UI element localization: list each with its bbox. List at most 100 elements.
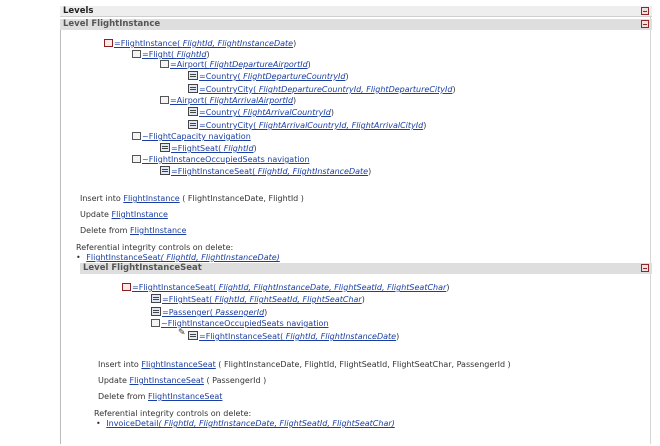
- tree-node-tail: ): [206, 50, 210, 59]
- tree-node: ~FlightCapacity navigation: [132, 131, 251, 142]
- tree-node-params[interactable]: FlightId, FlightInstanceDate: [257, 167, 369, 176]
- tree-node-link[interactable]: ~FlightInstanceOccupiedSeats navigation: [142, 155, 310, 164]
- delete-label: Delete from: [98, 392, 148, 401]
- tree-node-tail: ): [452, 85, 456, 94]
- tree-node-tail: ): [446, 283, 450, 292]
- tree-node-tail: ): [264, 308, 268, 317]
- tree-node-link[interactable]: =FlightInstance(: [114, 39, 183, 48]
- table-access-icon: [160, 60, 169, 68]
- tree-node-link[interactable]: =Passenger(: [162, 308, 216, 317]
- ri-item-params[interactable]: ( FlightId, FlightInstanceDate, FlightSe…: [158, 419, 395, 428]
- table-icon: [160, 166, 170, 175]
- tree-node-link[interactable]: ~FlightCapacity navigation: [142, 132, 251, 141]
- table-icon: [188, 71, 198, 80]
- tree-node-tail: ): [423, 121, 427, 130]
- tree-node: =Passenger( PassengerId): [151, 307, 267, 318]
- tree-node-params[interactable]: FlightDepartureCountryId: [243, 72, 346, 81]
- tree-node: =FlightSeat( FlightId, FlightSeatId, Fli…: [151, 294, 365, 305]
- tree-node-tail: ): [330, 108, 334, 117]
- table-icon: [160, 143, 170, 152]
- table-access-icon: [132, 50, 141, 58]
- tree-node-params[interactable]: FlightId: [176, 50, 207, 59]
- tree-node-params[interactable]: FlightArrivalCountryId, FlightArrivalCit…: [258, 121, 424, 130]
- tree-node-link[interactable]: =FlightInstanceSeat(: [132, 283, 219, 292]
- table-icon: [188, 84, 198, 93]
- update-statement: Update FlightInstanceSeat ( PassengerId …: [98, 375, 266, 386]
- update-columns: ( PassengerId ): [203, 376, 267, 385]
- ri-item: FlightInstanceSeat( FlightId, FlightInst…: [76, 252, 280, 263]
- insert-table-link[interactable]: FlightInstanceSeat: [141, 360, 216, 369]
- tree-node-params[interactable]: FlightId, FlightSeatId, FlightSeatChar: [214, 295, 362, 304]
- tree-node-link[interactable]: =FlightInstanceSeat(: [199, 332, 286, 341]
- tree-node-link[interactable]: =FlightSeat(: [171, 144, 224, 153]
- ri-item-link[interactable]: InvoiceDetail: [106, 419, 159, 428]
- collapse-level2-icon[interactable]: [641, 264, 649, 272]
- tree-node-tail: ): [293, 39, 297, 48]
- tree-node-link[interactable]: =CountryCity(: [199, 121, 259, 130]
- tree-node: =Airport( FlightDepartureAirportId): [160, 59, 311, 70]
- collapse-level1-icon[interactable]: [641, 20, 649, 28]
- tree-node-tail: ): [293, 96, 297, 105]
- ri-item-params[interactable]: ( FlightId, FlightInstanceDate): [160, 253, 280, 262]
- delete-label: Delete from: [80, 226, 130, 235]
- delete-table-link[interactable]: FlightInstanceSeat: [148, 392, 223, 401]
- level2-title: Level FlightInstanceSeat: [83, 263, 202, 273]
- level-flightinstanceseat-header: Level FlightInstanceSeat: [80, 263, 652, 274]
- tree-node-params[interactable]: FlightDepartureCountryId, FlightDepartur…: [258, 85, 453, 94]
- tree-node-params[interactable]: FlightId, FlightInstanceDate: [285, 332, 397, 341]
- tree-node-link[interactable]: =CountryCity(: [199, 85, 259, 94]
- insert-table-link[interactable]: FlightInstance: [123, 194, 180, 203]
- insert-label: Insert into: [80, 194, 124, 203]
- tree-node: =CountryCity( FlightArrivalCountryId, Fl…: [188, 120, 426, 131]
- tree-node-params[interactable]: FlightId, FlightInstanceDate, FlightSeat…: [218, 283, 447, 292]
- insert-statement: Insert into FlightInstance ( FlightInsta…: [80, 193, 304, 204]
- pencil-icon: [178, 329, 187, 340]
- tree-node-link[interactable]: =Flight(: [142, 50, 177, 59]
- tree-node-link[interactable]: =FlightInstanceSeat(: [171, 167, 258, 176]
- tree-node-link[interactable]: =FlightSeat(: [162, 295, 215, 304]
- collapse-levels-icon[interactable]: [641, 7, 649, 15]
- navigation-icon: [132, 155, 141, 163]
- update-label: Update: [80, 210, 112, 219]
- tree-node-params[interactable]: PassengerId: [215, 308, 265, 317]
- table-icon: [188, 120, 198, 129]
- ri-item-link[interactable]: FlightInstanceSeat: [86, 253, 161, 262]
- insert-label: Insert into: [98, 360, 142, 369]
- table-access-icon: [104, 39, 113, 47]
- tree-node-link[interactable]: =Airport(: [170, 96, 210, 105]
- tree-node: =Country( FlightArrivalCountryId): [188, 107, 334, 118]
- update-table-link[interactable]: FlightInstanceSeat: [129, 376, 204, 385]
- tree-node-tail: ): [345, 72, 349, 81]
- tree-node-tail: ): [307, 60, 311, 69]
- tree-node-link[interactable]: =Country(: [199, 108, 244, 117]
- tree-node-link[interactable]: =Country(: [199, 72, 244, 81]
- tree-node-params[interactable]: FlightDepartureAirportId: [209, 60, 308, 69]
- tree-node-tail: ): [396, 332, 400, 341]
- table-icon: [151, 294, 161, 303]
- ri-item: InvoiceDetail( FlightId, FlightInstanceD…: [96, 418, 395, 429]
- insert-statement: Insert into FlightInstanceSeat ( FlightI…: [98, 359, 511, 370]
- delete-statement: Delete from FlightInstanceSeat: [98, 391, 222, 402]
- navigation-icon: [151, 319, 160, 327]
- tree-node-params[interactable]: FlightArrivalCountryId: [243, 108, 331, 117]
- delete-table-link[interactable]: FlightInstance: [130, 226, 187, 235]
- levels-header-label: Levels: [63, 6, 94, 16]
- tree-node: =FlightInstance( FlightId, FlightInstanc…: [104, 38, 296, 49]
- tree-node-params[interactable]: FlightArrivalAirportId: [209, 96, 294, 105]
- ri-label: Referential integrity controls on delete…: [76, 243, 234, 252]
- update-table-link[interactable]: FlightInstance: [111, 210, 168, 219]
- tree-node: =FlightInstanceSeat( FlightId, FlightIns…: [178, 329, 400, 342]
- insert-columns: ( FlightInstanceDate, FlightId, FlightSe…: [215, 360, 511, 369]
- table-access-icon: [122, 283, 131, 291]
- delete-statement: Delete from FlightInstance: [80, 225, 186, 236]
- tree-node-tail: ): [368, 167, 372, 176]
- tree-node-params[interactable]: FlightId, FlightInstanceDate: [182, 39, 294, 48]
- tree-node-link[interactable]: ~FlightInstanceOccupiedSeats navigation: [161, 319, 329, 328]
- level1-title: Level FlightInstance: [63, 19, 161, 29]
- tree-node: =Flight( FlightId): [132, 49, 210, 60]
- tree-node: ~FlightInstanceOccupiedSeats navigation: [132, 154, 310, 165]
- left-border-line: [60, 30, 61, 444]
- tree-node-tail: ): [361, 295, 365, 304]
- tree-node-link[interactable]: =Airport(: [170, 60, 210, 69]
- tree-node-params[interactable]: FlightId: [223, 144, 254, 153]
